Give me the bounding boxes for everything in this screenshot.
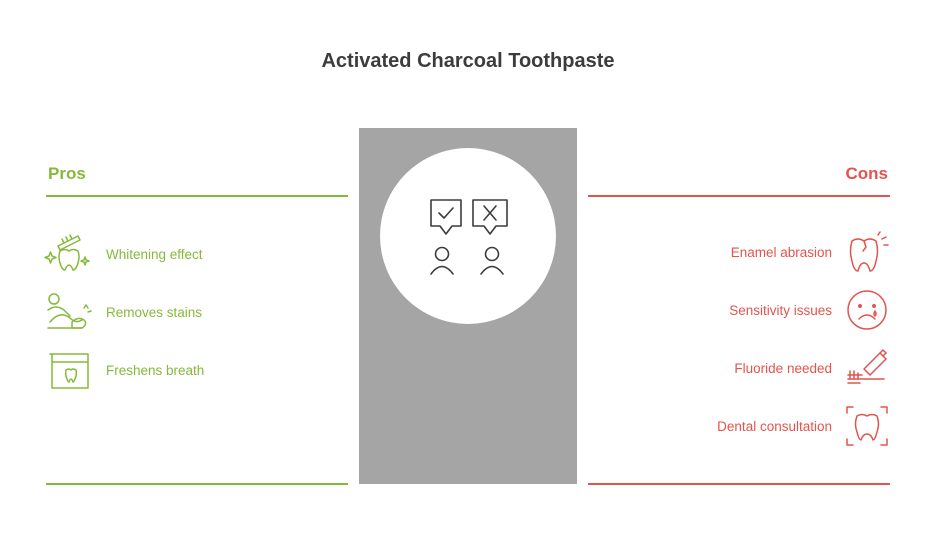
pros-item-label: Freshens breath bbox=[106, 362, 205, 378]
pros-item-label: Removes stains bbox=[106, 304, 203, 320]
cons-item-label: Sensitivity issues bbox=[729, 302, 832, 318]
toothbrush-sparkle-icon bbox=[44, 234, 94, 274]
page-title: Activated Charcoal Toothpaste bbox=[321, 50, 615, 72]
cons-bottom-divider bbox=[588, 483, 890, 485]
tooth-scan-icon bbox=[844, 403, 890, 449]
cons-top-divider bbox=[588, 195, 890, 197]
pros-heading: Pros bbox=[48, 164, 86, 183]
center-circle bbox=[380, 148, 556, 324]
cons-item-label: Dental consultation bbox=[717, 418, 832, 434]
pros-bottom-divider bbox=[46, 483, 348, 485]
decision-people-icon bbox=[430, 199, 508, 275]
cons-item-label: Enamel abrasion bbox=[730, 244, 832, 260]
toothpaste-tube-icon bbox=[844, 345, 890, 391]
cons-item-sensitivity: Sensitivity issues bbox=[729, 290, 890, 330]
pros-item-label: Whitening effect bbox=[106, 246, 203, 262]
cons-item-fluoride: Fluoride needed bbox=[734, 348, 890, 388]
cracked-tooth-icon bbox=[844, 229, 890, 275]
sad-face-icon bbox=[844, 287, 890, 333]
floss-box-icon bbox=[44, 350, 94, 390]
pros-top-divider bbox=[46, 195, 348, 197]
scrubbing-person-icon bbox=[44, 292, 94, 332]
pros-item-whitening: Whitening effect bbox=[44, 234, 203, 274]
cons-item-enamel: Enamel abrasion bbox=[730, 229, 890, 275]
cons-item-label: Fluoride needed bbox=[734, 360, 832, 376]
pros-item-stains: Removes stains bbox=[44, 292, 202, 332]
pros-item-breath: Freshens breath bbox=[44, 350, 204, 390]
cons-heading: Cons bbox=[845, 164, 889, 183]
cons-item-consultation: Dental consultation bbox=[717, 406, 890, 446]
